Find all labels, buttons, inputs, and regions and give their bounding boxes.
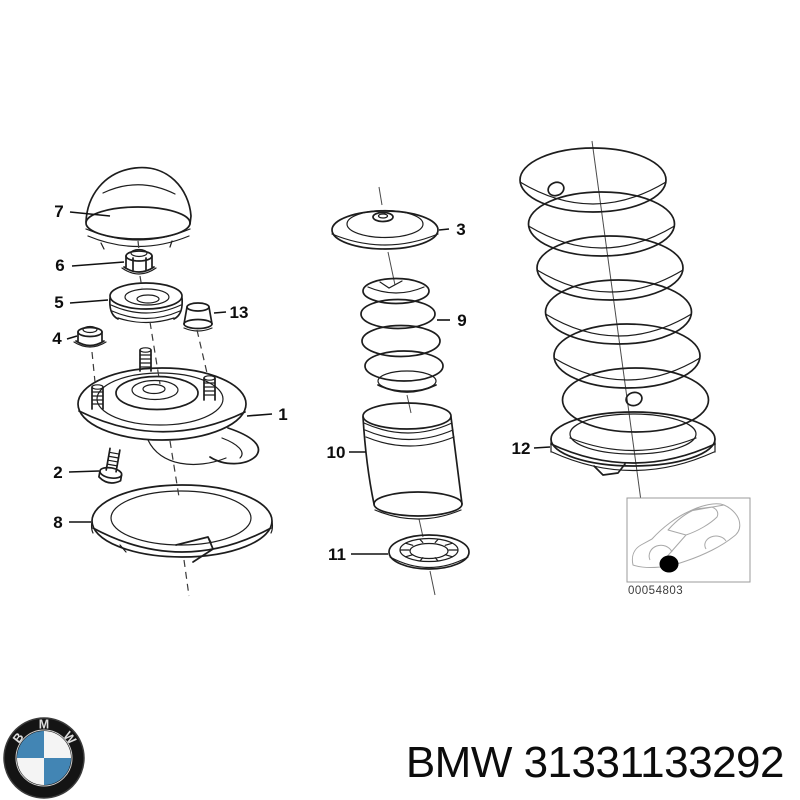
- part-spring-pad-lower-12: [550, 411, 716, 476]
- quadrant-top-right: [44, 731, 71, 758]
- thumbnail-border: [626, 497, 751, 583]
- assembly-axis-right: [591, 140, 645, 524]
- part-nut-6: [121, 248, 157, 275]
- vehicle-thumbnail: 00054803: [626, 497, 751, 597]
- exploded-parts-diagram: 00054803 7 6 5 4 13 1 2 8 3 9 10 11 12: [52, 140, 751, 597]
- callout-12: 12: [512, 439, 531, 458]
- roundel-inner-rim: [15, 729, 73, 787]
- callout-3: 3: [456, 220, 465, 239]
- logo-letter-m: M: [39, 718, 49, 732]
- callout-1: 1: [278, 405, 287, 424]
- thumbnail-code: 00054803: [628, 585, 683, 597]
- part-number-text: BMW 31331133292: [405, 738, 785, 787]
- callout-11: 11: [328, 545, 346, 564]
- callout-9: 9: [457, 311, 466, 330]
- quadrant-top-left: [17, 731, 44, 758]
- part-toothed-ring-11: [388, 534, 470, 570]
- callout-labels: 7 6 5 4 13 1 2 8 3 9 10 11 12: [52, 202, 530, 564]
- part-support-bearing-5: [108, 282, 184, 324]
- car-wheel-arches: [648, 535, 727, 561]
- location-dot: [659, 555, 679, 573]
- callout-2: 2: [53, 463, 62, 482]
- car-body-outline: [631, 503, 741, 569]
- assembly-axis-middle: [378, 186, 436, 596]
- part-nut-4: [73, 325, 107, 348]
- part-coil-spring: [519, 147, 710, 433]
- callout-10: 10: [327, 443, 346, 462]
- part-protective-tube-10: [362, 402, 463, 520]
- assembly-axis-left: [91, 240, 208, 597]
- part-protective-cap-13: [183, 302, 213, 332]
- callout-5: 5: [54, 293, 63, 312]
- part-washer-3: [331, 209, 439, 250]
- callout-leader-lines: [66, 211, 551, 555]
- callout-13: 13: [230, 303, 249, 322]
- callout-7: 7: [54, 202, 63, 221]
- callout-8: 8: [53, 513, 62, 532]
- quadrant-bottom-left: [17, 758, 44, 785]
- bmw-logo: B M W: [3, 717, 85, 799]
- part-rubber-buffer-9: [360, 277, 444, 393]
- callout-6: 6: [55, 256, 64, 275]
- part-cap-7: [85, 166, 192, 250]
- part-screw-2: [98, 447, 123, 484]
- stud-right: [203, 375, 216, 401]
- callout-4: 4: [52, 329, 62, 348]
- part-strut-mount-1: [77, 347, 260, 465]
- quadrant-bottom-right: [44, 758, 71, 785]
- part-spring-pad-upper-8: [90, 484, 274, 563]
